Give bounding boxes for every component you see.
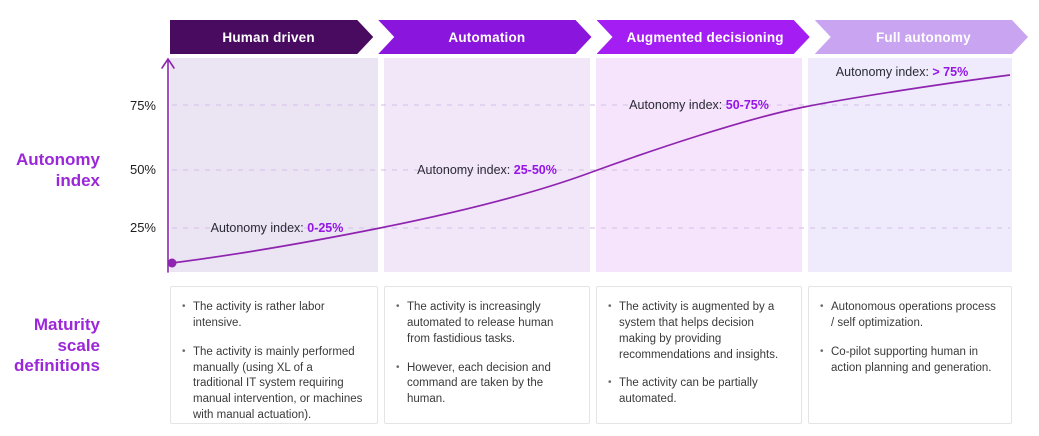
y-axis [161,57,175,273]
stage-human-driven: Human driven [170,20,373,54]
label-prefix: Autonomy index: [417,163,511,177]
chart-panel-augmented-decisioning [596,58,802,272]
curve-start-dot [167,258,177,268]
label-range: 25-50% [513,163,557,177]
label-range: > 75% [932,65,969,79]
definition-bullet: Co-pilot supporting human in action plan… [819,345,999,377]
y-tick-25: 25% [129,220,156,235]
stage-full-autonomy: Full autonomy [815,20,1028,54]
autonomy-index-label-3: Autonomy index: 50-75% [629,98,769,112]
autonomy-index-label-1: Autonomy index: 0-25% [211,221,344,235]
chart-panel-automation [384,58,590,272]
definition-bullet: The activity can be partially automated. [607,376,789,408]
definition-bullet: The activity is augmented by a system th… [607,300,789,363]
chart-panel-human-driven [170,58,378,272]
stage-label: Augmented decisioning [626,29,784,45]
definition-bullet: Autonomous operations process / self opt… [819,300,999,332]
autonomy-index-label-2: Autonomy index: 25-50% [417,163,557,177]
definition-bullet: The activity is increasingly automated t… [395,300,577,348]
definition-card-augmented-decisioning: The activity is augmented by a system th… [596,286,802,424]
y-tick-75: 75% [129,98,156,113]
stage-augmented-decisioning: Augmented decisioning [597,20,810,54]
definition-card-human-driven: The activity is rather labor intensive. … [170,286,378,424]
y-tick-50: 50% [129,162,156,177]
label-range: 50-75% [725,98,769,112]
label-prefix: Autonomy index: [210,221,304,235]
maturity-scale-definitions-title: Maturity scale definitions [14,315,100,376]
definition-card-full-autonomy: Autonomous operations process / self opt… [808,286,1012,424]
label-range: 0-25% [307,221,344,235]
definition-bullet: However, each decision and command are t… [395,361,577,409]
definition-card-automation: The activity is increasingly automated t… [384,286,590,424]
stage-label: Human driven [222,29,315,45]
definition-bullet: The activity is rather labor intensive. [181,300,365,332]
label-prefix: Autonomy index: [629,98,723,112]
gridlines [172,104,1010,229]
stage-arrow-bar: Human driven Automation Augmented decisi… [170,20,1028,54]
label-prefix: Autonomy index: [835,65,929,79]
autonomy-index-label-4: Autonomy index: > 75% [836,65,968,79]
stage-label: Automation [448,29,526,45]
autonomy-index-title: Autonomy index [15,150,100,190]
chart-panel-full-autonomy [808,58,1012,272]
autonomy-curve [171,74,1011,264]
definition-bullet: The activity is mainly performed manuall… [181,345,365,424]
autonomy-curve-chart [161,57,1011,273]
stage-label: Full autonomy [875,29,971,45]
stage-automation: Automation [378,20,591,54]
